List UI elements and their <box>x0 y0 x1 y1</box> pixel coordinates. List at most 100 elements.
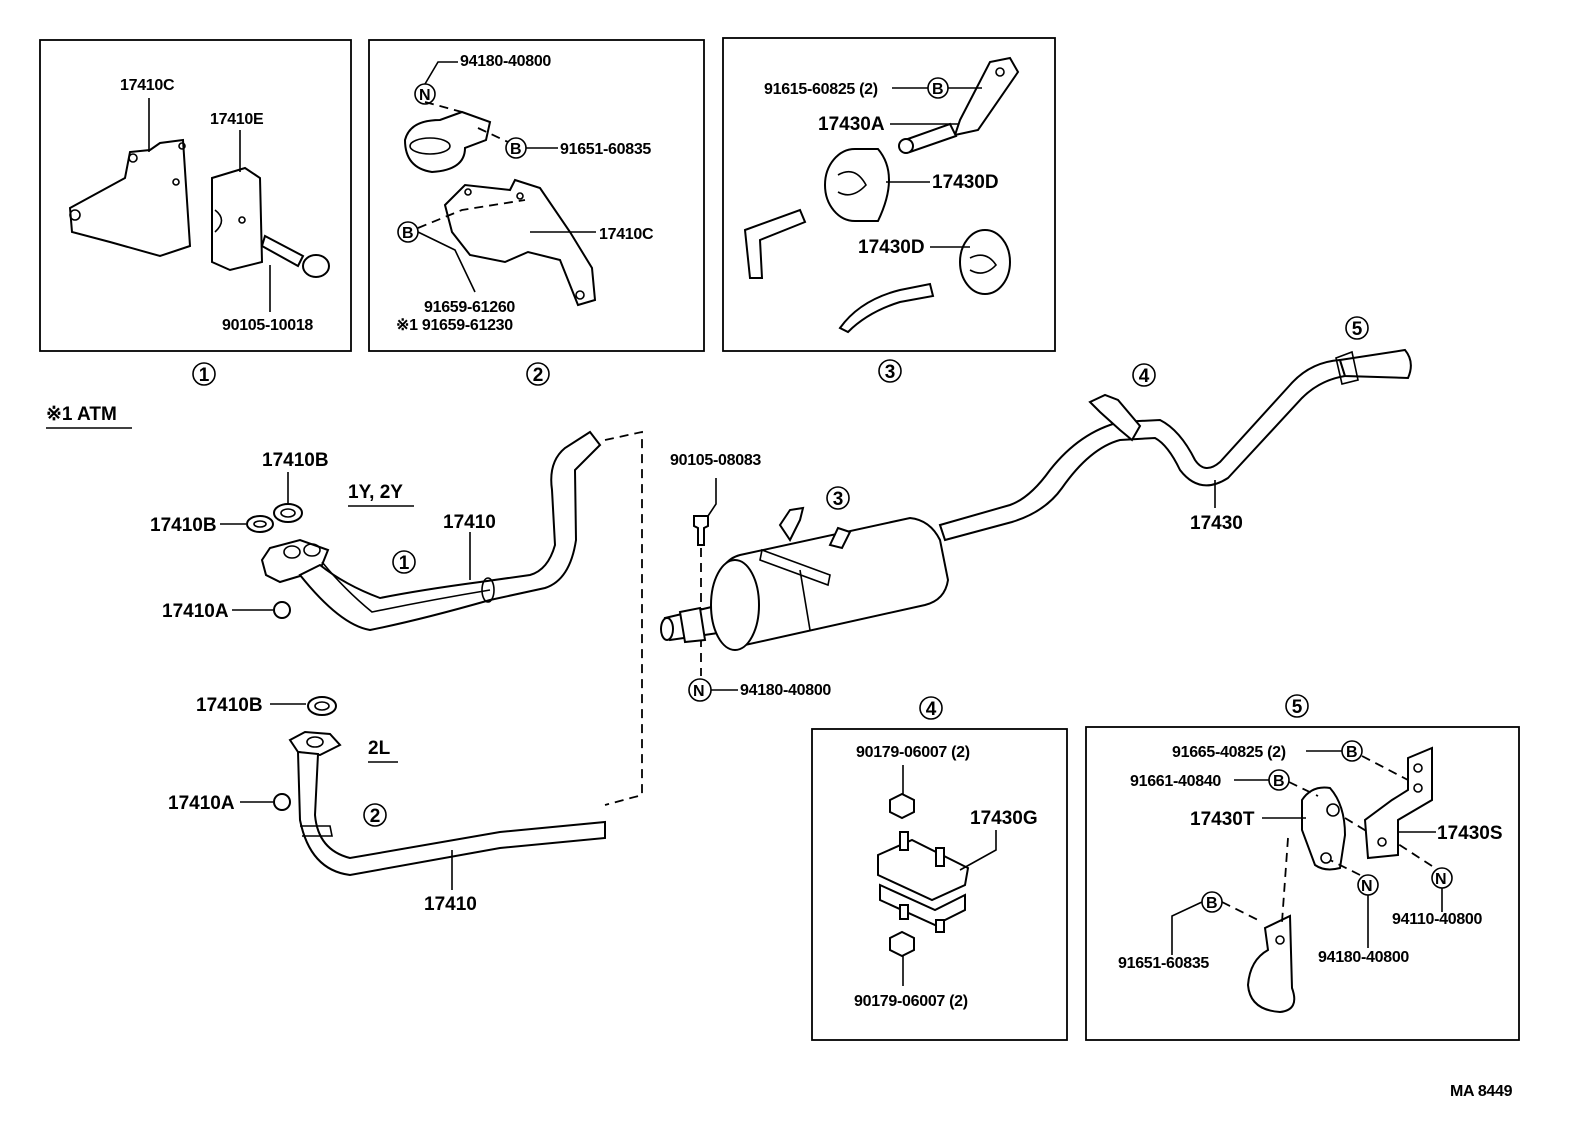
bracket-17410c-2 <box>443 178 597 307</box>
connection-dashed-line <box>604 430 643 806</box>
label-94110-40800: 94110-40800 <box>1392 911 1483 928</box>
svg-text:B: B <box>1346 744 1357 761</box>
panel-2-number-circle <box>526 362 550 386</box>
drawing-code: MA 8449 <box>1450 1083 1513 1100</box>
panel-2: N B B 94180-40800 91651-60835 17410C 916… <box>368 39 705 386</box>
tail-pipe-17430 <box>938 358 1347 542</box>
mount-17430g <box>877 838 970 902</box>
panel-1-number: 1 <box>199 365 210 386</box>
bolt-90105-10018 <box>260 234 305 268</box>
label-94180-40800-center: 94180-40800 <box>740 682 831 699</box>
front-pipe-17410 <box>298 430 602 632</box>
nut-90179-06007-2 <box>889 930 915 958</box>
bolt-90105-08083 <box>693 515 709 546</box>
panel-4-number-circle <box>919 696 943 720</box>
panel-2-frame <box>368 39 705 352</box>
svg-text:B: B <box>402 225 413 242</box>
hanger-17430a <box>953 56 1020 137</box>
panel-5-frame <box>1085 726 1520 1041</box>
label-17430d-2: 17430D <box>858 237 925 258</box>
label-17410e: 17410E <box>210 111 264 128</box>
panel-1-frame <box>39 39 352 352</box>
variant-1y2y: 1Y, 2Y <box>348 482 403 503</box>
label-17430a: 17430A <box>818 114 885 135</box>
svg-text:B: B <box>932 81 943 98</box>
front-pipe-17410-2l <box>296 750 606 877</box>
callout-3 <box>826 486 850 510</box>
label-17410b-2: 17410B <box>150 515 217 536</box>
label-91659-61260: 91659-61260 <box>424 299 515 316</box>
svg-text:N: N <box>419 87 430 104</box>
panel-2-number: 2 <box>533 365 544 386</box>
label-94180-40800: 94180-40800 <box>460 53 551 70</box>
bracket-17410c <box>68 138 192 258</box>
svg-text:N: N <box>1435 871 1446 888</box>
label-17430g: 17430G <box>970 808 1038 829</box>
label-17410a: 17410A <box>162 601 229 622</box>
callout-2-number: 2 <box>370 806 381 827</box>
panel-5: 5 B B N N B 91665-40825 (2) 91661-40840 <box>1085 694 1520 1041</box>
nut-17410a-2 <box>273 793 291 811</box>
label-91651-60835: 91651-60835 <box>560 141 651 158</box>
label-90179-06007: 90179-06007 (2) <box>856 744 970 761</box>
callout-1 <box>392 550 416 574</box>
label-17410a-2: 17410A <box>168 793 235 814</box>
label-17410b: 17410B <box>262 450 329 471</box>
label-17430: 17430 <box>1190 513 1243 534</box>
callout-2 <box>363 803 387 827</box>
label-17430s: 17430S <box>1437 823 1503 844</box>
clamp-91651-60835 <box>1246 914 1296 1014</box>
label-91615-60825: 91615-60825 (2) <box>764 81 878 98</box>
label-17430d: 17430D <box>932 172 999 193</box>
panel-4: 4 90179-06007 (2) 17430G 90179-06007 (2) <box>811 696 1068 1041</box>
rubber-mount-17430d-2 <box>959 229 1011 295</box>
nut-90179-06007 <box>889 792 915 820</box>
svg-text:B: B <box>1206 895 1217 912</box>
gasket-17410b <box>273 503 303 523</box>
bracket-17410e <box>211 166 264 272</box>
label-94180-40800-5: 94180-40800 <box>1318 949 1409 966</box>
callout-5-number: 5 <box>1352 319 1363 340</box>
svg-text:B: B <box>1273 773 1284 790</box>
callout-4 <box>1132 363 1156 387</box>
panel-3-number: 3 <box>885 362 896 383</box>
panel-4-number: 4 <box>926 699 937 720</box>
label-90179-06007-2: 90179-06007 (2) <box>854 993 968 1010</box>
panel-4-frame <box>811 728 1068 1041</box>
label-17410c-2: 17410C <box>599 226 654 243</box>
label-17430t: 17430T <box>1190 809 1255 830</box>
panel-3: B 91615-60825 (2) 17430A 17430D 17430D 3 <box>722 37 1056 383</box>
note-atm: ※1 ATM <box>46 404 117 425</box>
label-17410: 17410 <box>443 512 496 533</box>
panel-5-number-circle <box>1285 694 1309 718</box>
label-91659-61230: ※1 91659-61230 <box>396 317 513 334</box>
callout-4-number: 4 <box>1139 366 1150 387</box>
bracket-17430s <box>1363 746 1433 860</box>
nut-17410a <box>273 601 291 619</box>
rubber-hanger-17430t <box>1301 786 1347 871</box>
callout-5 <box>1345 316 1369 340</box>
callout-3-number: 3 <box>833 489 844 510</box>
label-17410-2: 17410 <box>424 894 477 915</box>
muffler-assembly: N 90105-08083 94180-40800 3 17430 4 5 <box>660 316 1412 702</box>
front-pipe-1y2y: 1Y, 2Y 1 17410B 17410B 17410 17410A <box>150 430 602 632</box>
label-91665-40825: 91665-40825 (2) <box>1172 744 1286 761</box>
label-90105-10018: 90105-10018 <box>222 317 313 334</box>
gasket-17410b-3 <box>307 696 337 716</box>
front-pipe-2l: 2L 2 17410B 17410A 17410 <box>168 695 606 915</box>
svg-text:N: N <box>1361 878 1372 895</box>
label-90105-08083: 90105-08083 <box>670 452 761 469</box>
gasket-17410b-2 <box>246 515 274 533</box>
label-91661-40840: 91661-40840 <box>1130 773 1221 790</box>
panel-5-number: 5 <box>1292 697 1303 718</box>
svg-text:N: N <box>693 683 704 700</box>
label-91651-60835-5: 91651-60835 <box>1118 955 1209 972</box>
panel-1: 17410C 17410E 90105-10018 1 <box>39 39 352 386</box>
variant-2l: 2L <box>368 738 391 759</box>
svg-text:B: B <box>510 141 521 158</box>
callout-1-number: 1 <box>399 553 410 574</box>
label-17410c: 17410C <box>120 77 175 94</box>
panel-3-frame <box>722 37 1056 352</box>
label-17410b-3: 17410B <box>196 695 263 716</box>
panel-3-number-circle <box>878 359 902 383</box>
